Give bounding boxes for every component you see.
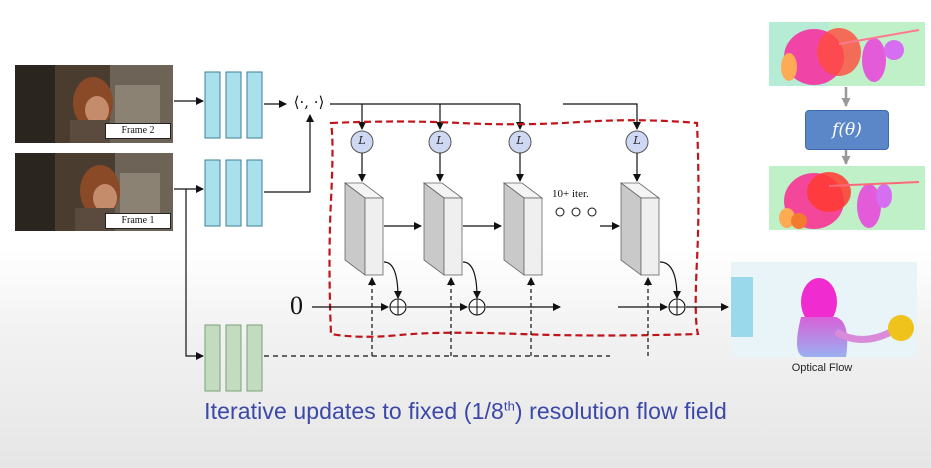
lookup-label-4: L: [633, 134, 641, 147]
lookup-nodes: [350, 130, 649, 154]
update-4-to-sum-arrow: [659, 261, 681, 299]
update-block-1: [343, 182, 385, 276]
iteration-ellipsis: [555, 207, 597, 217]
flow-field-top-image: [769, 22, 925, 86]
update-2-to-sum-arrow: [462, 261, 481, 299]
update-block-3: [502, 182, 544, 276]
frame-2-scene: [15, 65, 173, 143]
sum-node-2: [468, 298, 486, 316]
frame-1-to-context-arrow: [185, 189, 204, 360]
correlation-to-lookup-4: [563, 103, 641, 130]
correlation-operator-label: ⟨·, ·⟩: [293, 93, 325, 111]
update-1-to-sum-arrow: [383, 261, 402, 299]
frame-2-image: Frame 2: [15, 65, 173, 143]
feature-encoder-frame-1: [204, 159, 263, 227]
zero-init-label: 0: [290, 291, 303, 320]
update-block-4: [619, 182, 661, 276]
iterations-label: 10+ iter.: [552, 188, 589, 200]
feature-encoder-frame-2: [204, 71, 263, 139]
flow-field-top-visual: [769, 22, 925, 86]
frame-1-scene: [15, 153, 173, 231]
context-encoder: [204, 324, 263, 392]
flow-field-refined-image: [769, 166, 925, 230]
optical-flow-output-image: [731, 262, 917, 357]
caption-prefix: Iterative updates to fixed (1/8: [204, 398, 504, 424]
flow-field-refined-visual: [769, 166, 925, 230]
encoder-1-to-correlation-arrow: [264, 114, 314, 193]
frame-1-image: Frame 1: [15, 153, 173, 231]
sum-node-3: [668, 298, 686, 316]
frame-1-label: Frame 1: [105, 213, 171, 229]
refinement-function-label: f(θ): [832, 120, 862, 140]
iteration-dashed-box: [328, 119, 700, 338]
sum-node-1: [389, 298, 407, 316]
lookup-label-3: L: [516, 134, 524, 147]
slide-caption: Iterative updates to fixed (1/8th) resol…: [0, 398, 931, 425]
refinement-function-box: f(θ): [805, 110, 889, 150]
caption-superscript: th: [503, 398, 515, 414]
caption-suffix: ) resolution flow field: [514, 398, 727, 424]
frame-2-label: Frame 2: [105, 123, 171, 139]
update-block-2: [422, 182, 464, 276]
optical-flow-visual: [731, 262, 917, 357]
lookup-label-1: L: [358, 134, 366, 147]
lookup-label-2: L: [436, 134, 444, 147]
optical-flow-label: Optical Flow: [791, 362, 853, 374]
